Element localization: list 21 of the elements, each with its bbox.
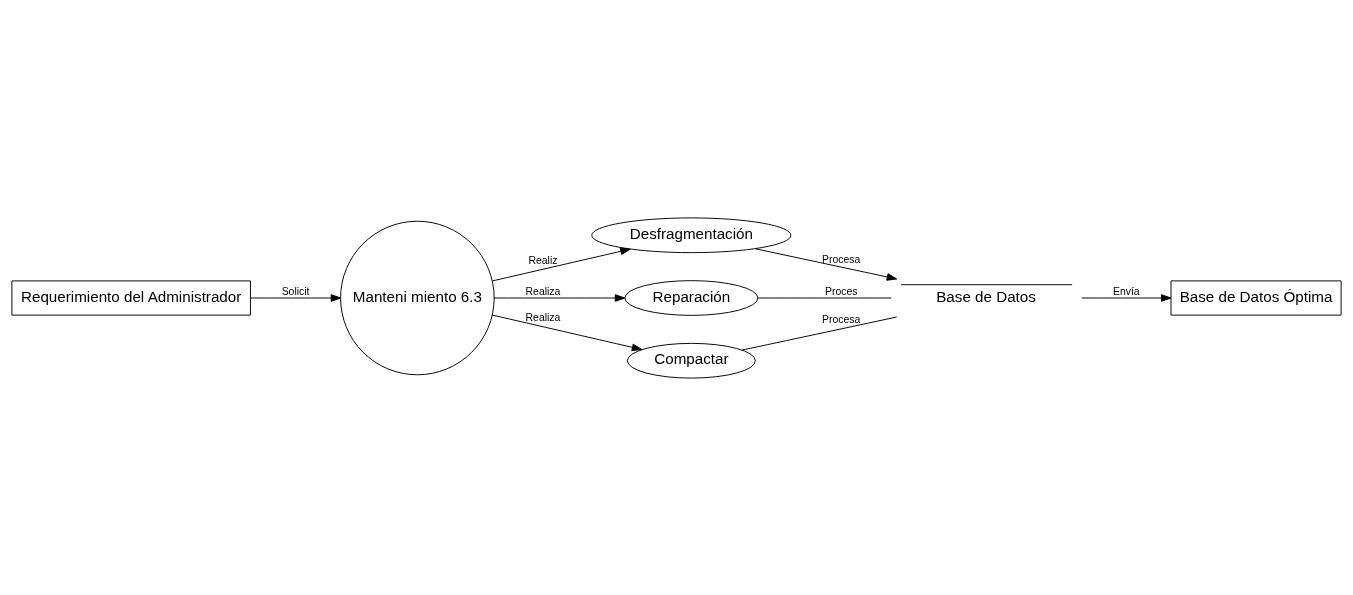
edge-label: Realiz [528, 254, 558, 266]
arrow [754, 247, 898, 281]
node-box: Base de Datos Óptima [1170, 279, 1342, 316]
connector [741, 316, 898, 351]
node-ellipse: Reparación [624, 279, 759, 316]
edge-label: Procesa [822, 313, 861, 325]
edge-label: Procesa [822, 253, 861, 265]
edge-label: Envía [1112, 285, 1140, 297]
arrow [1081, 293, 1172, 302]
connector [757, 297, 892, 298]
node-circle: Manteni miento 6.3 [340, 220, 495, 375]
edge-label: Realiza [525, 311, 561, 323]
edge-label: Solicit [281, 285, 310, 297]
arrow [491, 314, 643, 351]
arrow [491, 247, 631, 281]
node-text: Base de Datos [936, 287, 1036, 305]
edge-label: Proces [824, 285, 858, 297]
edge-label: Realiza [525, 285, 561, 297]
arrow [493, 293, 626, 302]
node-box: Requerimiento del Administrador [11, 279, 251, 316]
arrow [250, 293, 342, 302]
